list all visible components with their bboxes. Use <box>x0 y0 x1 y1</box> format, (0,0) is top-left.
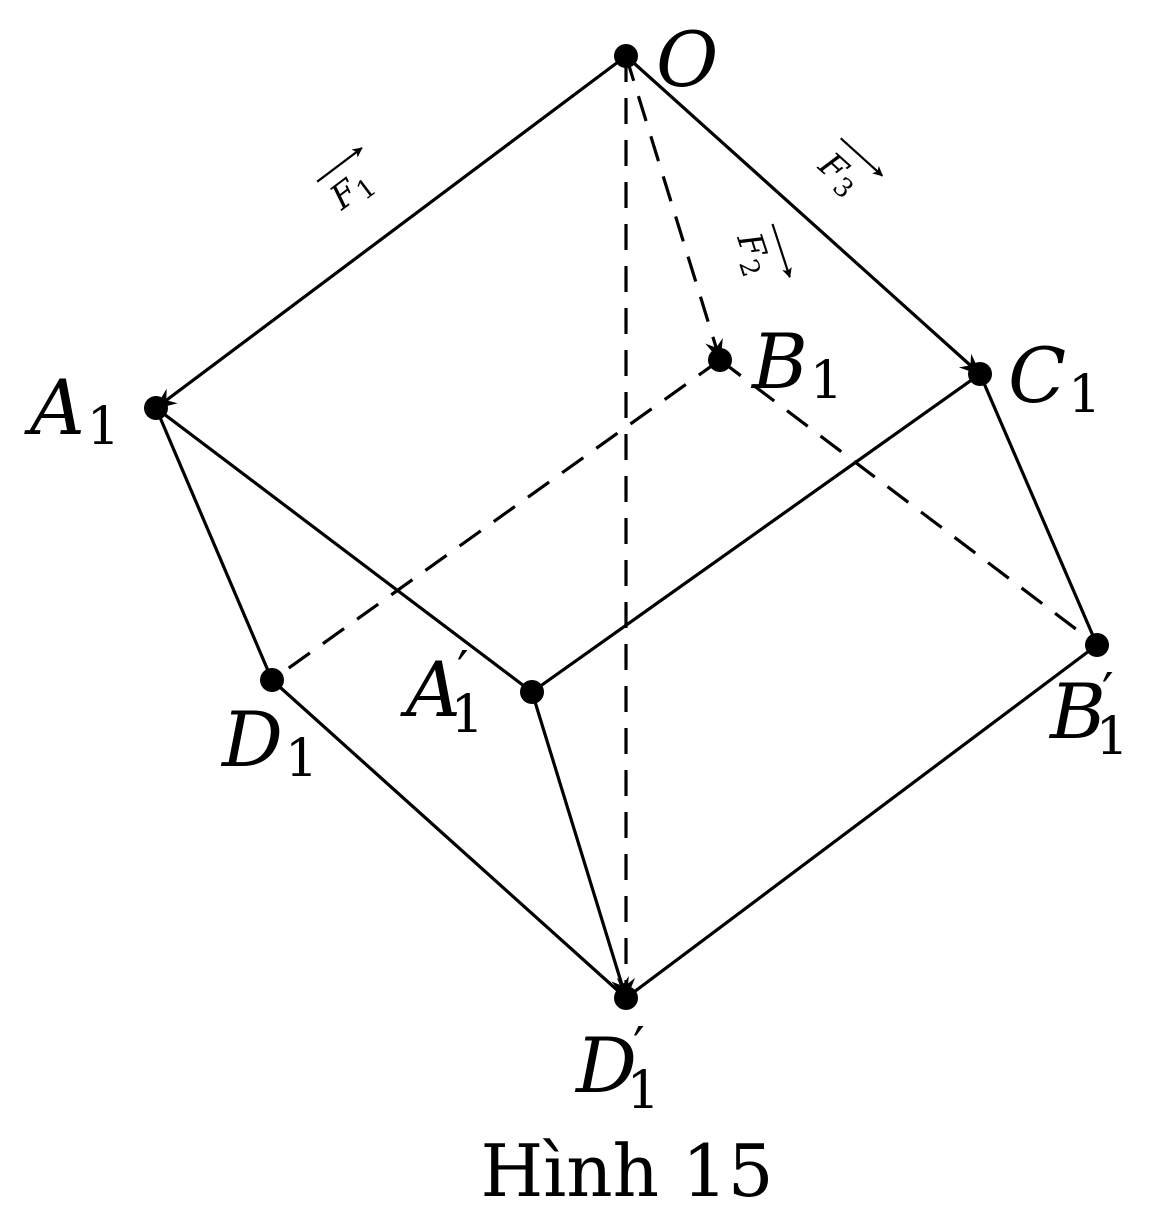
edge-A1p-D1p <box>530 691 629 1000</box>
label-D1-prime: D′1 <box>574 1017 660 1121</box>
vertex-O <box>614 44 638 68</box>
figure-caption: Hình 15 <box>480 1129 773 1213</box>
vector-arrow-F3 <box>840 137 884 177</box>
label-D1: D1 <box>220 695 318 789</box>
edge-B1-B1p <box>719 358 1098 647</box>
label-A1-prime: A′1 <box>400 641 484 745</box>
edge-C1-A1p <box>531 372 981 694</box>
vertex-B1 <box>708 348 732 372</box>
edge-O-B1 <box>624 55 723 362</box>
vertex-C1 <box>968 362 992 386</box>
edge-B1-D1 <box>271 358 721 682</box>
vector-label-F1: F1 <box>316 147 382 219</box>
label-B1-prime: B′1 <box>1048 663 1129 767</box>
label-A1: A1 <box>24 363 120 457</box>
edge-O-C1 <box>624 54 982 376</box>
vertex-A1 <box>144 396 168 420</box>
vertex-A1-prime <box>520 680 544 704</box>
vector-label-F2: F2 <box>724 223 792 281</box>
vertex-D1 <box>260 668 284 692</box>
label-B1: B1 <box>750 317 843 411</box>
vector-arrow-F2 <box>771 223 792 279</box>
edge-O-A1 <box>154 54 627 410</box>
vector-label-F3: F3 <box>810 137 884 205</box>
vector-arrow-F1 <box>316 147 363 183</box>
vertex-B1-prime <box>1085 633 1109 657</box>
edge-C1-B1p <box>978 373 1099 646</box>
edge-A1-A1p <box>155 406 533 694</box>
edge-A1-D1 <box>154 407 274 681</box>
edge-D1-D1p <box>270 678 628 1000</box>
label-O: O <box>656 15 718 104</box>
svg-text:F2: F2 <box>724 227 779 281</box>
edge-B1p-D1p <box>625 643 1098 1000</box>
vertex-D1-prime <box>614 986 638 1010</box>
label-C1: C1 <box>1008 331 1101 425</box>
